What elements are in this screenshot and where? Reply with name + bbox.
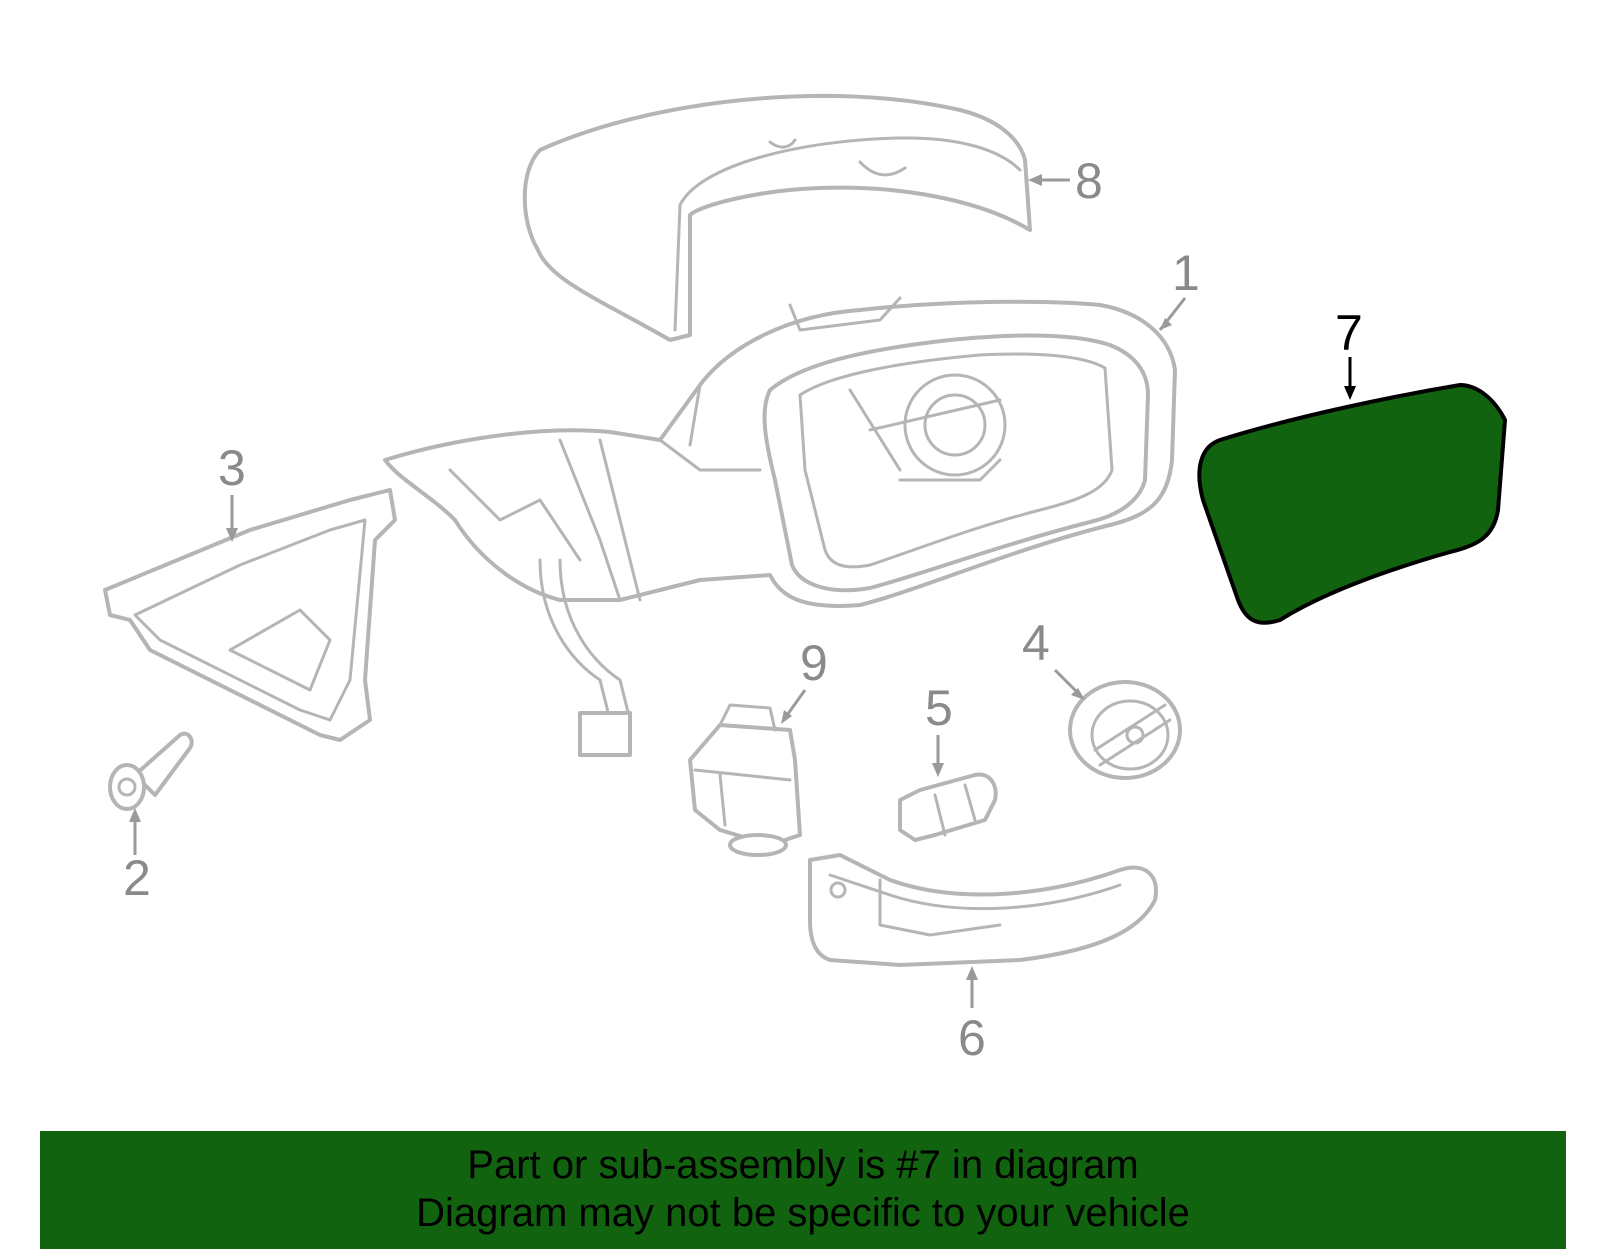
callout-8: 8	[1075, 153, 1103, 209]
info-banner: Part or sub-assembly is #7 in diagram Di…	[40, 1131, 1566, 1249]
part-6-turn-signal[interactable]	[808, 853, 1158, 967]
part-3-bracket[interactable]	[103, 488, 397, 742]
part-2-screw[interactable]	[108, 731, 194, 811]
callout-4: 4	[1022, 615, 1050, 671]
part-9-motor[interactable]	[688, 703, 802, 857]
callout-3: 3	[218, 440, 246, 496]
callout-7: 7	[1335, 305, 1363, 361]
callout-1: 1	[1172, 245, 1200, 301]
callout-6: 6	[958, 1010, 986, 1066]
part-4-actuator[interactable]	[1068, 680, 1182, 780]
callout-5: 5	[925, 680, 953, 736]
arrow-4	[1071, 688, 1085, 700]
arrow-8	[1028, 174, 1042, 186]
arrow-1	[1160, 318, 1172, 330]
parts-diagram: 1 2 3 4 5 6 7 8 9	[103, 93, 1507, 1066]
part-7-mirror-glass[interactable]	[1197, 383, 1507, 625]
arrow-7	[1344, 386, 1356, 400]
banner-line-part: Part or sub-assembly is #7 in diagram	[467, 1143, 1139, 1187]
banner-line-disclaimer: Diagram may not be specific to your vehi…	[416, 1191, 1190, 1235]
arrow-5	[932, 763, 944, 777]
callout-2: 2	[123, 850, 151, 906]
arrow-3	[226, 528, 238, 542]
arrow-9	[781, 710, 792, 724]
callout-9: 9	[800, 635, 828, 691]
part-1-mirror-housing[interactable]	[383, 296, 1177, 757]
arrow-2	[129, 808, 141, 822]
arrow-6	[966, 966, 978, 980]
part-8-mirror-cover[interactable]	[522, 93, 1032, 342]
part-5-connector[interactable]	[898, 772, 998, 842]
